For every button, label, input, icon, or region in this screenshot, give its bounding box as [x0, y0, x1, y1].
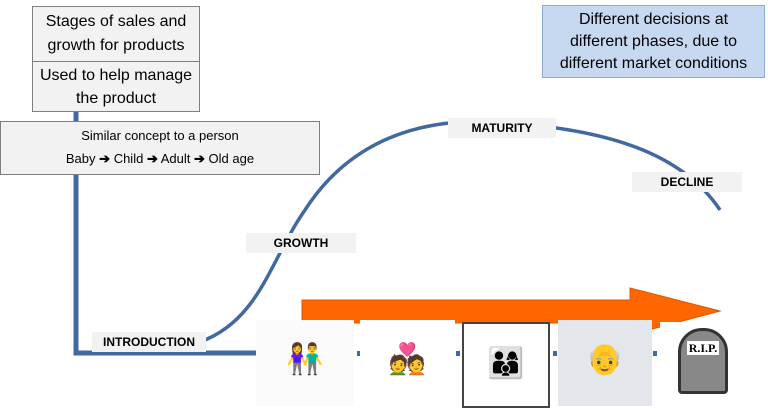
purpose-box: Used to help manage the product [32, 61, 200, 112]
stage-child: Child [113, 151, 144, 166]
stage-decline: DECLINE [632, 172, 742, 192]
lifecycle-curve [199, 119, 722, 344]
arrow-icon: ➔ [146, 151, 158, 166]
connector-line [73, 112, 258, 356]
wedding-image: 💑 [360, 320, 455, 406]
tombstone-image: R.I.P. [660, 322, 748, 406]
old-man-image: 👴 [558, 320, 652, 406]
stage-maturity: MATURITY [448, 118, 556, 138]
title-box: Stages of sales and growth for products [32, 6, 200, 62]
stage-growth: GROWTH [246, 233, 356, 253]
stage-old-age: Old age [208, 151, 255, 166]
stage-adult: Adult [160, 151, 191, 166]
arrow-icon: ➔ [99, 151, 111, 166]
connector-dot [456, 351, 460, 356]
couple-milkshake-image: 👫 [256, 320, 354, 406]
stage-baby: Baby [65, 151, 96, 166]
connector-dot [653, 351, 657, 356]
stage-introduction: INTRODUCTION [92, 332, 206, 352]
note-box: Different decisions at different phases,… [542, 5, 765, 78]
analogy-box: Similar concept to a person Baby ➔ Child… [0, 121, 320, 175]
analogy-stages: Baby ➔ Child ➔ Adult ➔ Old age [1, 151, 319, 167]
tombstone-text: R.I.P. [686, 341, 720, 355]
analogy-title: Similar concept to a person [81, 128, 239, 143]
connector-dot [357, 351, 361, 356]
arrow-icon: ➔ [194, 151, 205, 166]
connector-dot [553, 351, 557, 356]
tombstone: R.I.P. [678, 328, 728, 394]
family-portrait-image: 👨‍👩‍👦 [462, 322, 550, 408]
